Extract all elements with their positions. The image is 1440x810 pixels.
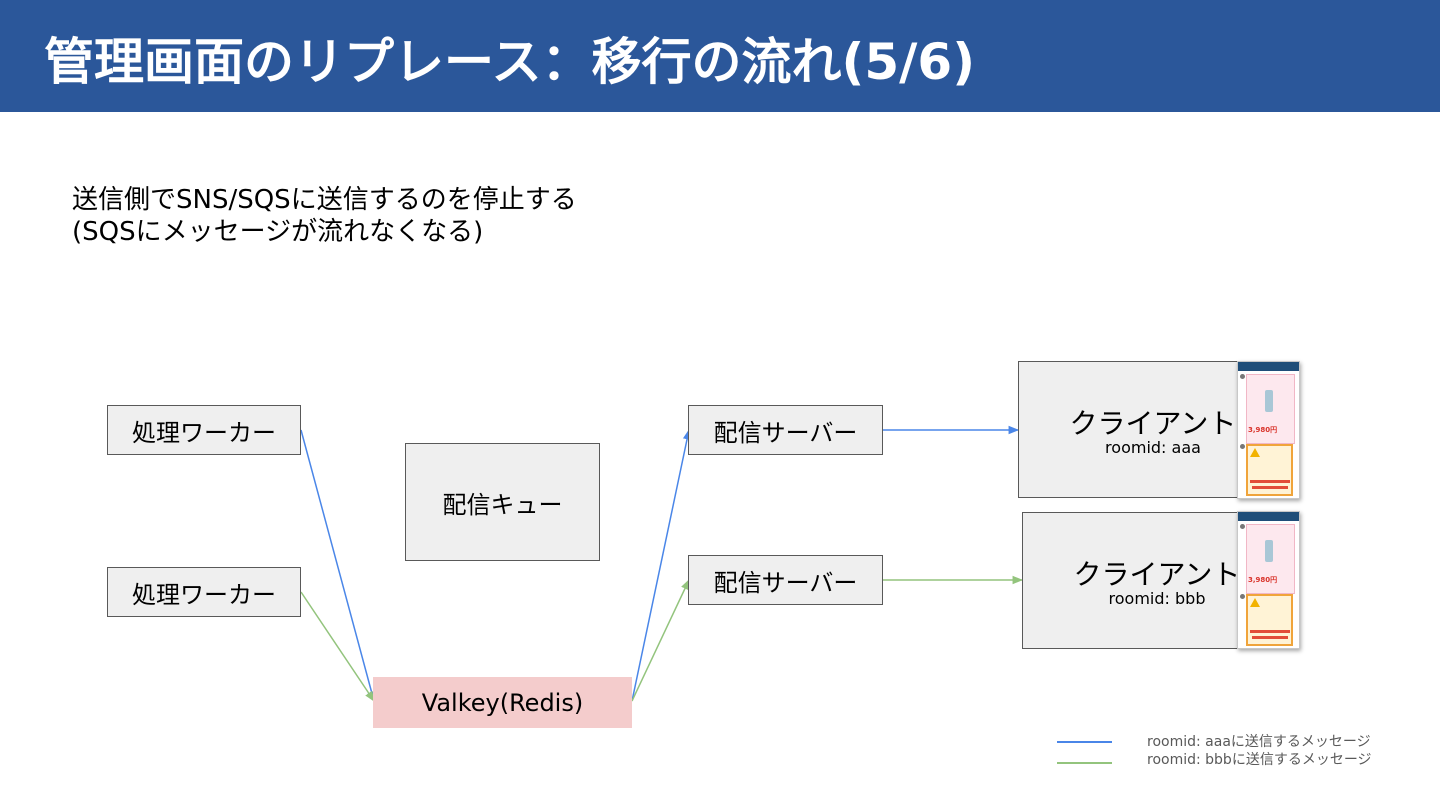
client-title-1: クライアント — [1069, 407, 1237, 440]
delivery-server-box-2: 配信サーバー — [688, 555, 883, 605]
phone-screenshot-1: 3,980円 — [1237, 361, 1300, 499]
delivery-server-box-1: 配信サーバー — [688, 405, 883, 455]
description-line-1: 送信側でSNS/SQSに送信するのを停止する — [72, 185, 577, 215]
arrow-valkey-to-server2 — [631, 579, 690, 702]
description-line-2: (SQSにメッセージが流れなくなる) — [72, 217, 484, 247]
delivery-queue-box: 配信キュー — [405, 443, 600, 561]
description: 送信側でSNS/SQSに送信するのを停止する (SQSにメッセージが流れなくなる… — [72, 184, 577, 248]
arrow-valkey-to-server1 — [631, 428, 692, 702]
phone-price-2: 3,980円 — [1248, 576, 1278, 584]
worker-box-2: 処理ワーカー — [107, 567, 301, 617]
client-roomid-1: roomid: aaa — [1105, 438, 1201, 457]
phone-price-1: 3,980円 — [1248, 426, 1278, 434]
worker-box-1: 処理ワーカー — [107, 405, 301, 455]
title-bar: 管理画面のリプレース：移行の流れ(5/6) — [0, 0, 1440, 112]
client-roomid-2: roomid: bbb — [1108, 589, 1206, 608]
phone-screenshot-2: 3,980円 — [1237, 511, 1300, 649]
valkey-box: Valkey(Redis) — [373, 677, 632, 728]
slide-title: 管理画面のリプレース：移行の流れ(5/6) — [44, 33, 976, 91]
legend-label-blue: roomid: aaaに送信するメッセージ — [1147, 734, 1371, 750]
legend-label-green: roomid: bbbに送信するメッセージ — [1147, 752, 1372, 768]
client-title-2: クライアント — [1073, 558, 1241, 591]
arrow-worker1-to-valkey — [300, 429, 376, 703]
arrow-worker2-to-valkey — [300, 591, 375, 702]
